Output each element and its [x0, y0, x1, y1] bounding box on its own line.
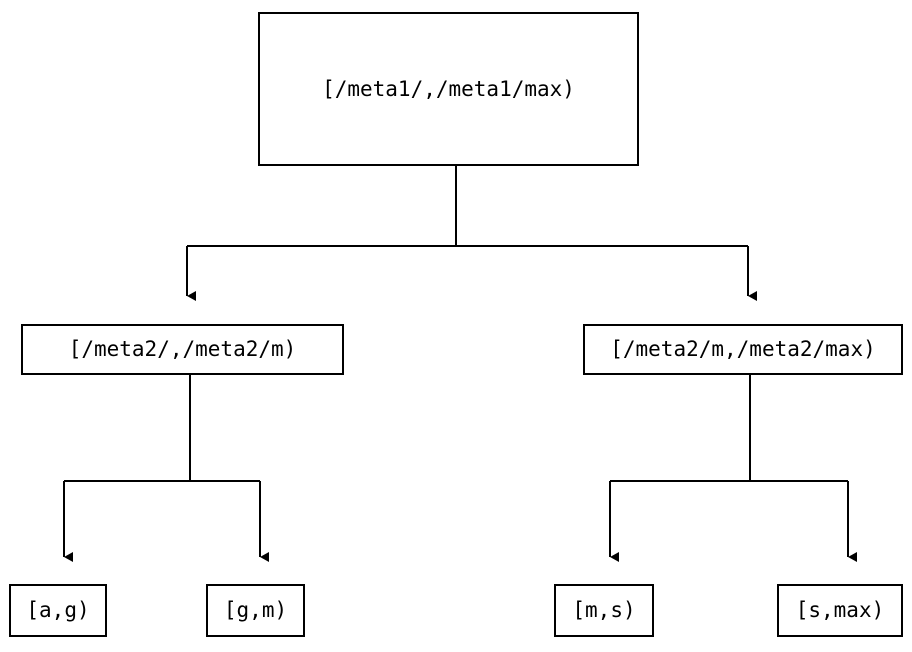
tree-node-level2-right[interactable]: [/meta2/m,/meta2/max) [583, 324, 903, 375]
tree-leaf-a-g[interactable]: [a,g) [9, 584, 107, 637]
tree-leaf-s-max[interactable]: [s,max) [777, 584, 903, 637]
tree-node-root[interactable]: [/meta1/,/meta1/max) [258, 12, 639, 166]
tree-leaf-m-s[interactable]: [m,s) [554, 584, 654, 637]
tree-leaf-g-m[interactable]: [g,m) [206, 584, 305, 637]
tree-node-level2-left[interactable]: [/meta2/,/meta2/m) [21, 324, 344, 375]
